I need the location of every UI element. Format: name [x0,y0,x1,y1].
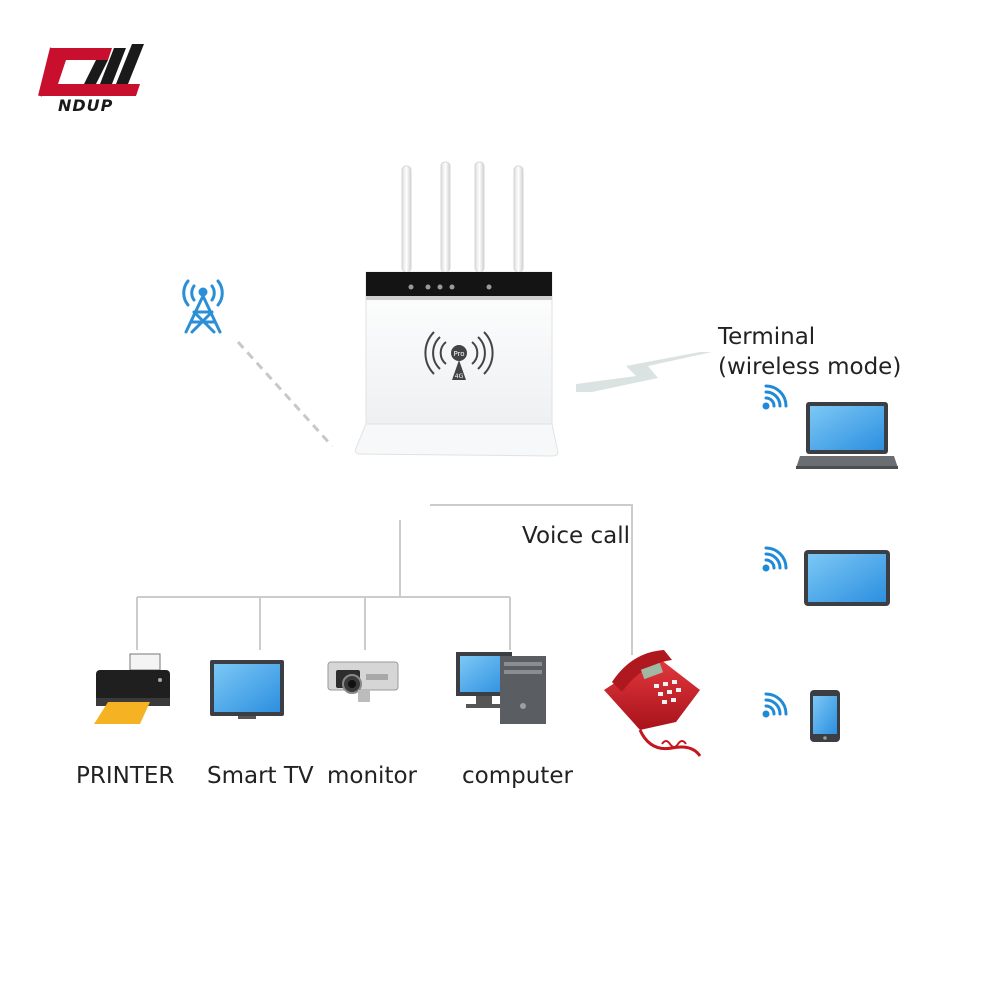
cellular-link [236,340,334,448]
wired-connection-lines [136,504,633,655]
printer-label: PRINTER [76,763,175,789]
computer-label: computer [462,763,573,789]
smart-tv-icon [210,660,284,719]
monitor-label: monitor [327,763,417,789]
desktop-computer-icon [456,652,546,724]
wifi-icon [762,546,788,572]
wireless-link [576,352,712,392]
router-badge: Pro [453,350,464,358]
tablet-icon [804,550,890,606]
wifi-icon [762,692,788,718]
terminal-label-line2: (wireless mode) [718,354,902,380]
telephone-icon [604,650,702,757]
printer-icon [94,653,170,724]
security-camera-icon [327,661,399,702]
cell-tower-icon [182,279,224,334]
terminal-label: Terminal (wireless mode) [718,322,901,382]
brand-name: NDUP [58,96,114,115]
router-badge-sub: 4G [455,373,464,380]
router: Pro 4G [355,161,559,457]
voice-call-label: Voice call [522,523,631,549]
laptop-icon [796,402,898,469]
smart-tv-label: Smart TV [207,763,314,789]
terminal-label-line1: Terminal [718,324,816,350]
wifi-icon [762,384,788,410]
brand-logo [38,44,144,97]
phone-icon [810,690,840,742]
